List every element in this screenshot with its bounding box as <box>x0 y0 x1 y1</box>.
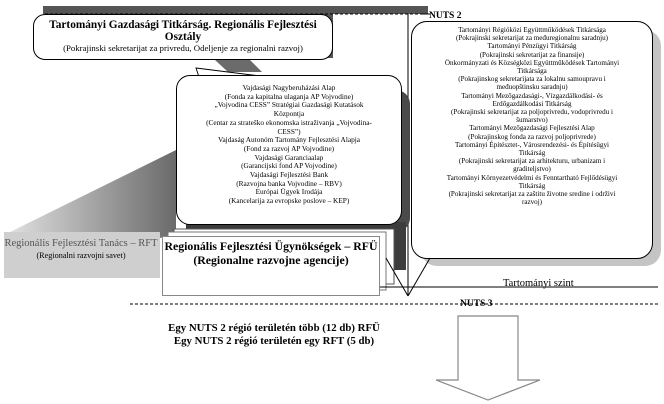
right-line: Titkárság <box>518 149 546 158</box>
provincial-institutions-box: Vajdasági Nagyberuházási Alap (Fonda za … <box>176 75 402 225</box>
center-line: (Garancijski fond AP Vojvodine) <box>241 161 337 171</box>
right-line: (Pokrajinski sekretarijat za zaštitu živ… <box>448 190 616 199</box>
right-line: Tartományi Pénzügyi Titkárság <box>487 42 577 51</box>
provincial-secretariat-box: Tartományi Gazdasági Titkárság. Regionál… <box>33 14 333 60</box>
center-line: Európai Ügyek Irodája <box>255 187 323 197</box>
right-line: Tartományi Régióközi Együttműködések Tit… <box>458 26 606 34</box>
right-line: Tartományi Környezetvédelmi és Fenntarth… <box>446 173 618 182</box>
council-title: Regionális Fejlesztési Tanács – RFT <box>4 238 158 249</box>
bottom-line-2: Egy NUTS 2 régió területén egy RFT (5 db… <box>173 334 375 347</box>
center-line: Vajdasági Nagyberuházási Alap <box>242 83 336 92</box>
right-line: međuopštinsku saradnju) <box>496 83 568 92</box>
top-box-title: Tartományi Gazdasági Titkárság. Regionál… <box>49 19 317 43</box>
center-line: (Kancelarija za evropske poslove – KEP) <box>228 196 350 206</box>
right-line: razvoj) <box>521 198 543 207</box>
right-line: graditeljstvo) <box>513 165 551 174</box>
right-line: (Pokrajinski sekretarijat za finansije) <box>479 50 585 59</box>
diag-line-1 <box>385 257 409 297</box>
bottom-line-1: Egy NUTS 2 régió területén több (12 db) … <box>168 322 380 334</box>
council-block <box>4 232 160 278</box>
provincial-secretariats-list-box: Tartományi Régióközi Együttműködések Tit… <box>411 21 653 259</box>
right-line: Titkársága <box>517 67 547 76</box>
down-arrow <box>435 315 541 401</box>
right-line: (Pokrajinski sekretarijat za poljoprivre… <box>451 108 613 117</box>
right-line: (Pokrajinski sekretarijat za arhitekturu… <box>458 157 606 166</box>
diag-line-2 <box>407 257 431 297</box>
right-line: (Pokrajinskog sekretarijata za lokalnu s… <box>458 75 606 84</box>
right-line: Tartományi Mezőgazdasági-, Vízgazdálkodá… <box>461 91 603 100</box>
agency-subtitle: (Regionalne razvojne agencije) <box>193 253 349 267</box>
provincial-level-label: Tartományi szint <box>503 278 574 289</box>
center-line: (Fonda za kapitalna ulaganja AP Vojvodin… <box>224 91 354 101</box>
center-line: Vajdasági Fejlesztési Bank <box>249 170 329 180</box>
center-line: (Razvojna banka Vojvodine – RBV) <box>236 178 342 188</box>
top-box-subtitle: (Pokrajinski sekretarijat za privredu, O… <box>63 43 303 53</box>
right-line: (Pokrajinski sekretarijat za međuregiona… <box>455 34 609 43</box>
center-line: „Vojvodina CESS” Stratégiai Gazdasági Ku… <box>214 100 364 110</box>
center-line: (Fond za razvoj AP Vojvodine) <box>243 143 335 153</box>
bottom-summary: Egy NUTS 2 régió területén több (12 db) … <box>163 322 385 347</box>
right-line: Erdőgazdálkodási Titkárság <box>492 99 572 108</box>
regional-agencies-box: Regionális Fejlesztési Ügynökségek – RFÜ… <box>162 236 380 296</box>
council-subtitle: (Regionalni razvojni savet) <box>36 251 126 260</box>
right-line: Önkormányzati és Községközi Együttműködé… <box>444 58 620 67</box>
right-line: (Pokrajinskog fonda za razvoj poljoprivr… <box>468 132 596 141</box>
right-line: Tartományi Mezőgazdasági Fejlesztési Ala… <box>469 124 595 133</box>
center-line: Központja <box>273 109 305 119</box>
center-line: Vajdaság Autonóm Tartomány Fejlesztési A… <box>217 135 361 145</box>
center-line: (Centar za strateško ekonomska istraživa… <box>206 117 372 127</box>
right-line: šumarstvo) <box>516 116 548 125</box>
agency-title: Regionális Fejlesztési Ügynökségek – RFÜ <box>164 239 378 253</box>
right-line: Tartományi Építésztet-, Városrendezési- … <box>454 140 609 149</box>
regional-council-label: Regionális Fejlesztési Tanács – RFT (Reg… <box>4 238 158 261</box>
top-connector-shadow <box>215 60 262 72</box>
nuts3-label: NUTS 3 <box>460 299 493 309</box>
center-line: Vajdasági Garanciaalap <box>254 152 324 162</box>
center-line: CESS”) <box>277 126 301 136</box>
right-line: Titkárság <box>518 181 546 190</box>
projection-wedge <box>6 150 176 256</box>
nuts2-label: NUTS 2 <box>429 11 462 21</box>
